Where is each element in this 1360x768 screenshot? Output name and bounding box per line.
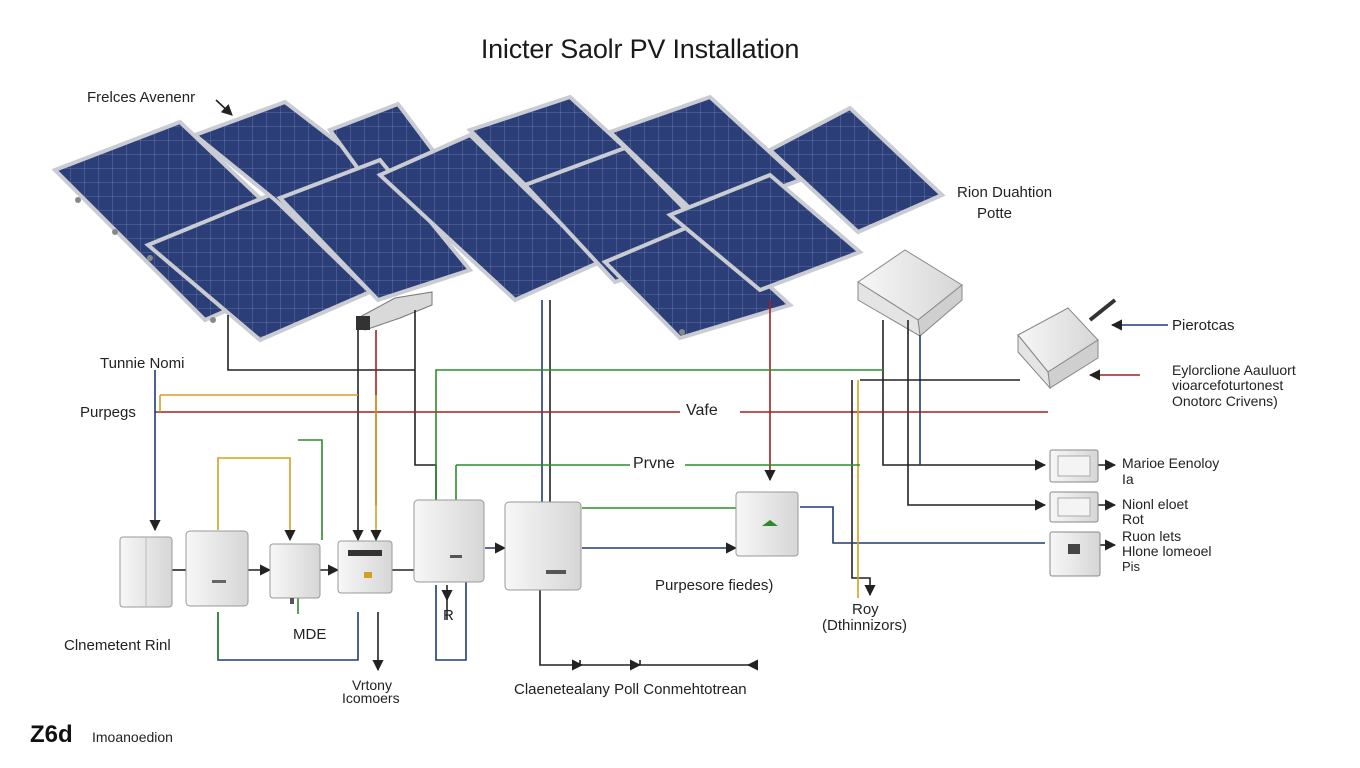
wiring	[149, 99, 1168, 672]
inverter-icon	[413, 499, 485, 583]
solar-panel-icon	[766, 105, 946, 235]
inverter-icon	[735, 491, 799, 557]
label-top-right-1: Rion Duahtion	[957, 184, 1053, 201]
diagram-title: Inicter Saolr PV Installation	[480, 34, 800, 64]
footer-logo: Z6d	[30, 721, 73, 748]
label-top-left: Frelces Avenenr	[87, 89, 196, 106]
solar-panel-icon	[601, 219, 794, 341]
label-out-2b: Rot	[1122, 511, 1144, 527]
label-center-1: Vafe	[686, 402, 718, 419]
label-out-3c: Pis	[1122, 559, 1141, 574]
junction-box-icon	[857, 249, 963, 337]
label-right-2c: Onotorc Crivens)	[1172, 393, 1278, 409]
footer-text: Imoanoedion	[92, 729, 173, 745]
label-bottom-mde: MDE	[293, 626, 327, 643]
label-mid-2b: (Dthinnizors)	[822, 617, 908, 634]
inverter-icon	[504, 501, 582, 591]
label-out-1a: Marioe Eenoloy	[1122, 455, 1220, 471]
solar-panel-icon	[276, 157, 474, 303]
label-bottom-vrtony-b: Icomoers	[342, 690, 400, 706]
label-right-2b: vioarcefoturtonest	[1172, 377, 1284, 393]
label-bottom-vrtony-a: Vrtony	[352, 677, 392, 693]
label-out-1b: Ia	[1122, 471, 1134, 487]
label-center-2: Prvne	[633, 455, 675, 472]
equipment-row	[119, 449, 1101, 608]
label-out-2a: Nionl eloet	[1122, 496, 1189, 512]
inverter-icon	[185, 530, 249, 607]
label-out-3a: Ruon lets	[1122, 528, 1182, 544]
solar-panel-icon	[666, 172, 864, 293]
label-mid-2a: Roy	[852, 601, 879, 618]
label-right-1: Pierotcas	[1172, 317, 1235, 334]
solar-array	[51, 94, 946, 343]
label-left-2: Purpegs	[80, 404, 136, 421]
junction-box-icon	[356, 291, 433, 331]
junction-box-icon	[1017, 298, 1117, 390]
label-bottom-left: Clnemetent Rinl	[64, 637, 171, 654]
meter-icon	[337, 540, 393, 594]
label-bottom-center: Claenetealany Poll Conmehtotrean	[514, 681, 747, 698]
label-bottom-r: R	[443, 607, 454, 624]
label-right-2a: Eylorclione Aauluort	[1172, 362, 1296, 378]
inverter-icon	[269, 543, 321, 604]
label-top-right-2: Potte	[977, 205, 1013, 222]
meter-icon	[1049, 491, 1099, 523]
meter-icon	[1049, 531, 1101, 577]
label-left-1: Tunnie Nomi	[100, 355, 185, 372]
meter-icon	[1049, 449, 1099, 483]
label-out-3b: Hlone lomeoel	[1122, 543, 1212, 559]
label-mid-1: Purpesore fiedes)	[655, 577, 774, 594]
inverter-icon	[119, 536, 173, 608]
